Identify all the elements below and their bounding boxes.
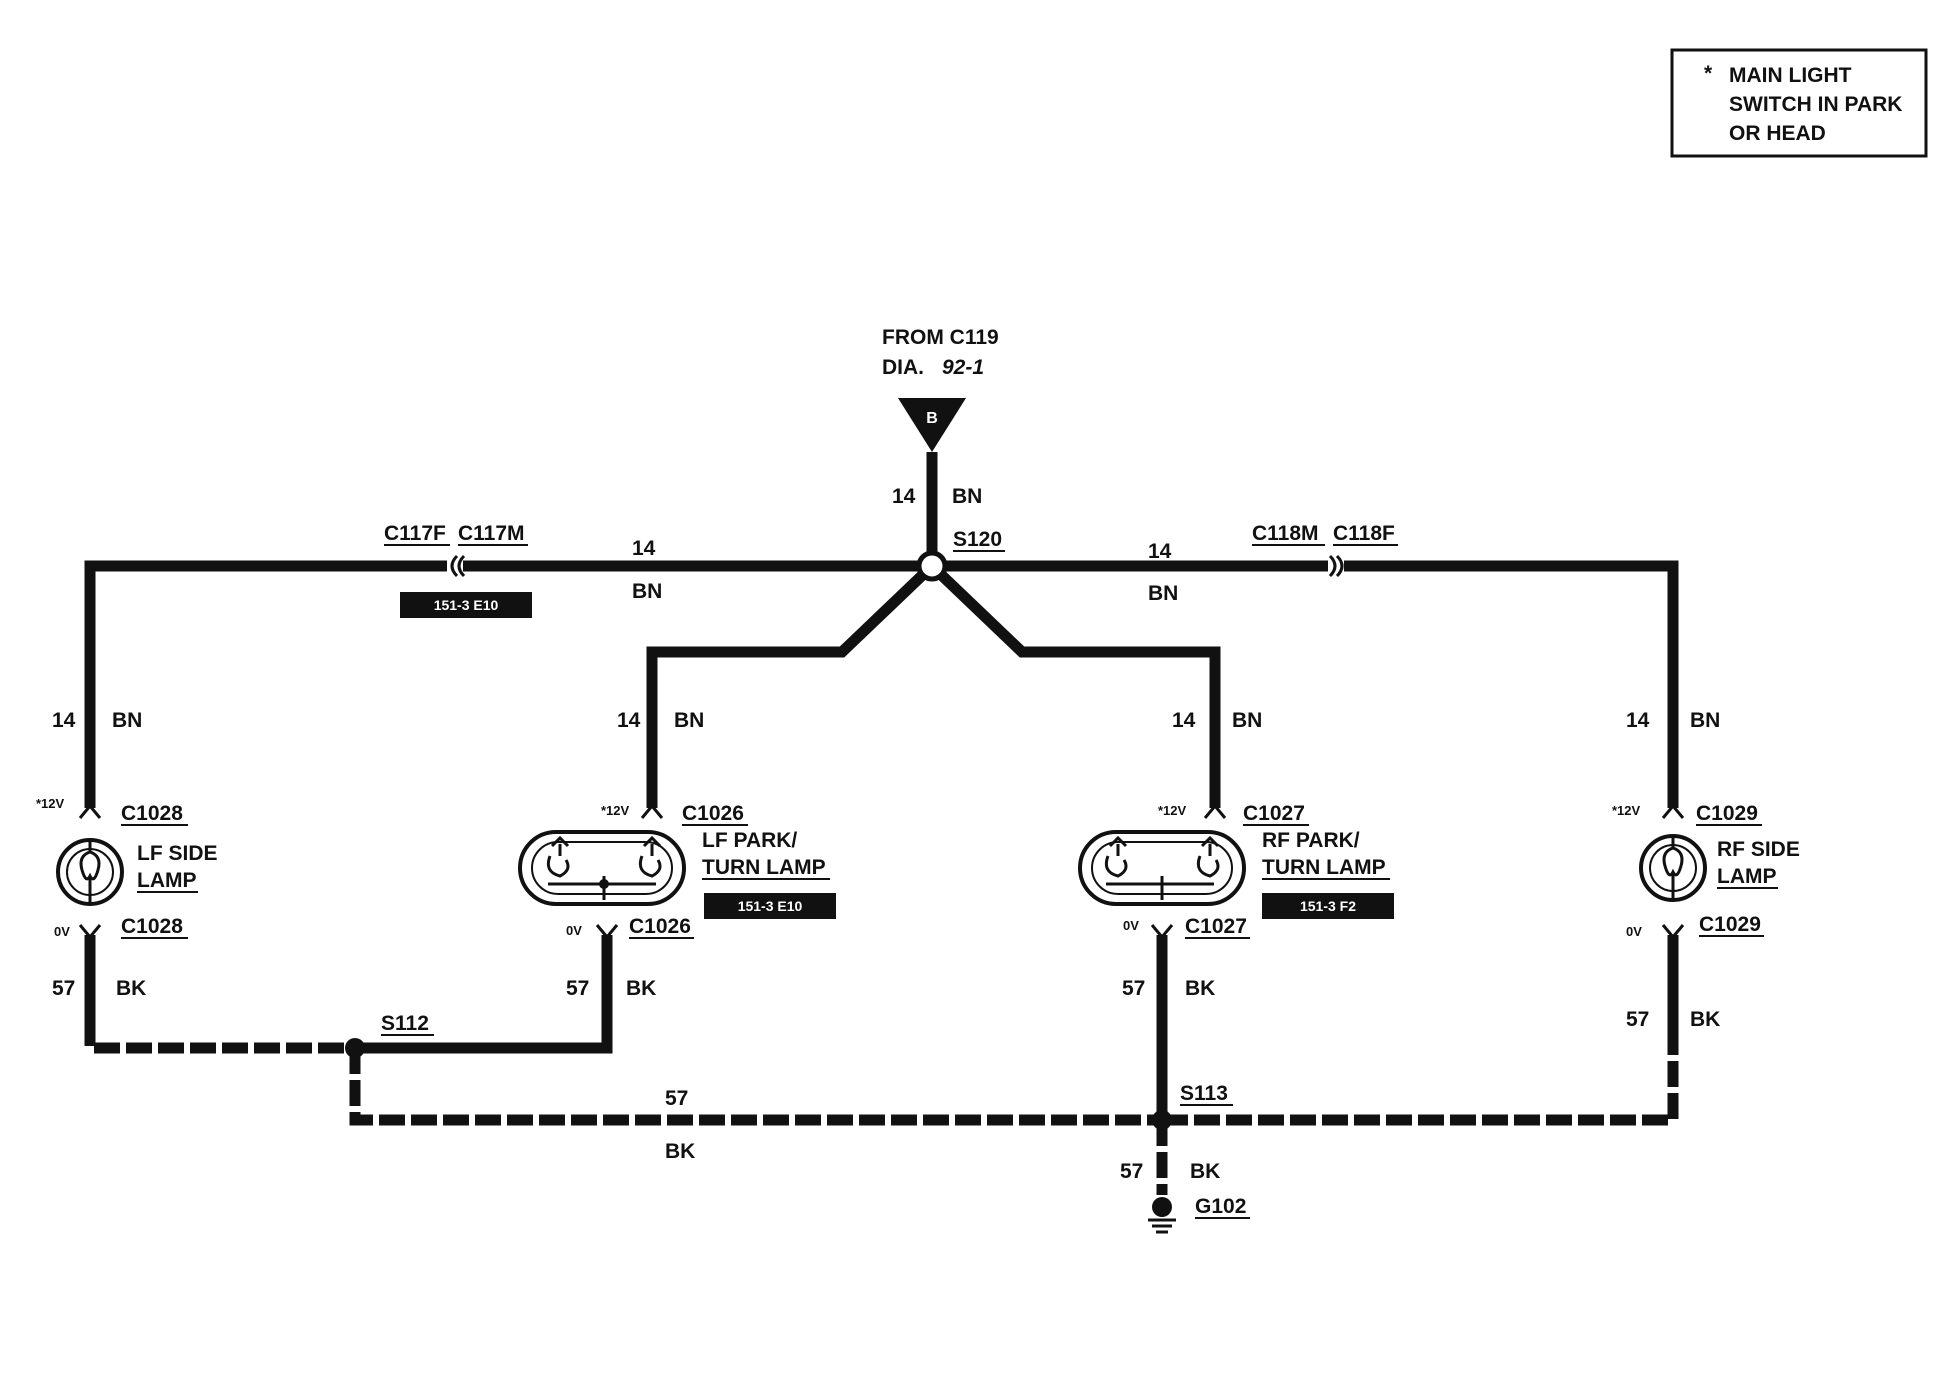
rf-side-supply-gauge: 14 [1626, 709, 1650, 732]
source-terminal-triangle [898, 398, 966, 452]
lf-park-connector-top: C1026 [682, 802, 744, 825]
right-bus-gauge: 14 [1148, 540, 1172, 563]
source-dia-ref: 92-1 [942, 356, 984, 379]
lf-side-voltage-bottom: 0V [54, 924, 70, 939]
lf-side-supply-color: BN [112, 709, 142, 732]
ground-wiring [84, 935, 1679, 1195]
power-wiring [84, 452, 1679, 808]
ground-bus-color: BK [665, 1140, 695, 1163]
lf-park-connector-bottom: C1026 [629, 915, 691, 938]
rf-park-ground-color: BK [1185, 977, 1215, 1000]
lf-side-name-1: LF SIDE [137, 842, 218, 865]
rf-side-ground-gauge: 57 [1626, 1008, 1649, 1031]
left-bus-gauge: 14 [632, 537, 656, 560]
note-line-3: OR HEAD [1729, 122, 1826, 145]
lamp-rf-park: 14 BN *12V C1027 RF PARK/ TURN LAMP 151-… [1078, 709, 1394, 1000]
splice-s112: S112 [345, 1012, 434, 1058]
source-from-label: FROM C119 [882, 326, 999, 349]
right-bus-color: BN [1148, 582, 1178, 605]
lf-park-ground-gauge: 57 [566, 977, 589, 1000]
lamp-lf-park: 14 BN *12V C1026 LF PARK/ TURN LAMP 151-… [518, 709, 836, 1000]
rf-side-ground-color: BK [1690, 1008, 1720, 1031]
note-line-1: MAIN LIGHT [1729, 64, 1852, 87]
lf-park-ref: 151-3 E10 [738, 898, 803, 914]
lf-park-ref-box [704, 893, 836, 919]
c117f-label: C117F [384, 522, 446, 545]
rf-side-name-1: RF SIDE [1717, 838, 1800, 861]
splice-s120: S120 [916, 528, 1005, 582]
right-bus-wire [932, 560, 1679, 808]
lamp-lf-side: 14 BN *12V C1028 LF SIDE LAMP 0V C1028 5… [36, 709, 218, 1000]
splice-s112-label: S112 [381, 1012, 429, 1035]
feed-color: BN [952, 485, 982, 508]
lf-side-voltage-top: *12V [36, 796, 65, 811]
lf-side-ground-color: BK [116, 977, 146, 1000]
left-bus-color: BN [632, 580, 662, 603]
g102-gauge: 57 [1120, 1160, 1143, 1183]
rf-side-connector-top: C1029 [1696, 802, 1758, 825]
c118m-label: C118M [1252, 522, 1319, 545]
rf-side-connector-bottom: C1029 [1699, 913, 1761, 936]
c117-connector-icon [447, 554, 466, 578]
g102-label: G102 [1195, 1195, 1246, 1218]
left-bus-wire [84, 560, 932, 808]
rf-side-voltage-top: *12V [1612, 803, 1641, 818]
left-bus-ref-box [400, 592, 532, 618]
c118-connector-icon [1328, 554, 1344, 578]
left-bus-labels: 14 BN C117F C117M 151-3 E10 [384, 522, 662, 618]
rf-park-ref-box [1262, 893, 1394, 919]
lf-park-supply-gauge: 14 [617, 709, 641, 732]
rf-park-ref: 151-3 F2 [1300, 898, 1356, 914]
lf-side-name-2: LAMP [137, 869, 197, 892]
rf-park-ground-gauge: 57 [1122, 977, 1145, 1000]
lamp-rf-side: 14 BN *12V C1029 RF SIDE LAMP 0V C1029 5… [1612, 709, 1800, 1031]
lf-park-feed-wire [646, 562, 936, 808]
rf-park-feed-wire [928, 562, 1221, 808]
feed-gauge: 14 [892, 485, 916, 508]
note-asterisk: * [1704, 62, 1713, 85]
lf-park-name-2: TURN LAMP [702, 856, 826, 879]
rf-park-voltage-top: *12V [1158, 803, 1187, 818]
c118f-label: C118F [1333, 522, 1395, 545]
left-bus-ref: 151-3 E10 [434, 597, 499, 613]
source-c119: FROM C119 DIA. 92-1 B [882, 326, 999, 452]
right-bus-labels: 14 BN C118M C118F [1148, 522, 1398, 605]
splice-s120-label: S120 [953, 528, 1002, 551]
lf-park-name-1: LF PARK/ [702, 829, 797, 852]
lf-park-voltage-top: *12V [601, 803, 630, 818]
rf-side-voltage-bottom: 0V [1626, 924, 1642, 939]
lf-side-supply-gauge: 14 [52, 709, 76, 732]
g102-color: BK [1190, 1160, 1220, 1183]
ground-g102: 57 BK G102 [1120, 1160, 1250, 1234]
lf-side-connector-top: C1028 [121, 802, 183, 825]
splice-s113-label: S113 [1180, 1082, 1228, 1105]
c117m-label: C117M [458, 522, 525, 545]
rf-side-supply-color: BN [1690, 709, 1720, 732]
splice-s113: S113 [1152, 1082, 1233, 1130]
lf-park-ground-color: BK [626, 977, 656, 1000]
rf-park-name-2: TURN LAMP [1262, 856, 1386, 879]
rf-park-voltage-bottom: 0V [1123, 918, 1139, 933]
rf-park-bulb-icon [1078, 830, 1246, 906]
source-dia-prefix: DIA. [882, 356, 924, 379]
note-line-2: SWITCH IN PARK [1729, 93, 1902, 116]
rf-park-connector-top: C1027 [1243, 802, 1305, 825]
ground-bus-gauge: 57 [665, 1087, 688, 1110]
lf-side-connector-bottom: C1028 [121, 915, 183, 938]
rf-park-name-1: RF PARK/ [1262, 829, 1360, 852]
rf-park-supply-color: BN [1232, 709, 1262, 732]
rf-side-name-2: LAMP [1717, 865, 1777, 888]
legend-note: * MAIN LIGHT SWITCH IN PARK OR HEAD [1670, 48, 1928, 158]
rf-park-connector-bottom: C1027 [1185, 915, 1247, 938]
lf-side-ground-gauge: 57 [52, 977, 75, 1000]
lf-park-voltage-bottom: 0V [566, 923, 582, 938]
lf-park-supply-color: BN [674, 709, 704, 732]
rf-park-supply-gauge: 14 [1172, 709, 1196, 732]
source-terminal-label: B [926, 410, 938, 427]
